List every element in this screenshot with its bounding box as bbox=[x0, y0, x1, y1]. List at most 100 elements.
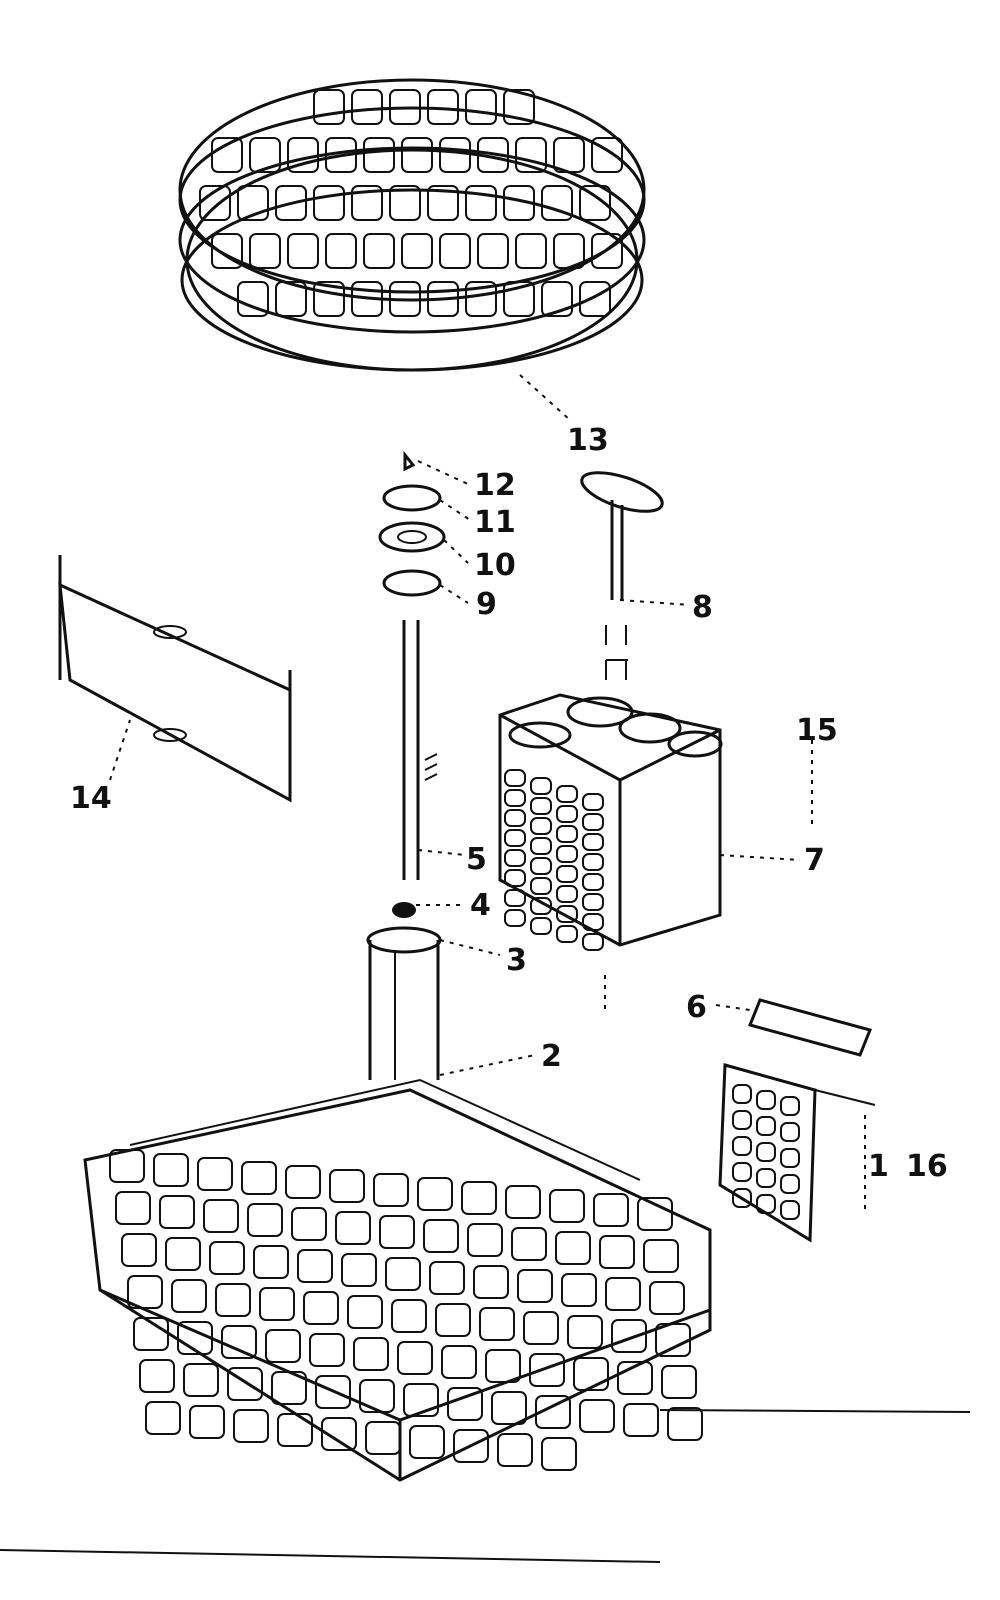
wire-mesh-cell bbox=[732, 1110, 752, 1130]
wire-mesh-cell bbox=[353, 1337, 389, 1371]
wire-mesh-cell bbox=[233, 1409, 269, 1443]
wire-mesh-cell bbox=[541, 281, 573, 317]
wire-mesh-cell bbox=[567, 1315, 603, 1349]
washer-stack bbox=[378, 450, 446, 597]
wire-mesh-cell bbox=[477, 233, 509, 269]
wire-mesh-cell bbox=[511, 1227, 547, 1261]
wire-mesh-cell bbox=[756, 1116, 776, 1136]
wire-mesh-cell bbox=[515, 137, 547, 173]
wire-mesh-cell bbox=[427, 281, 459, 317]
wire-mesh-cell bbox=[209, 1241, 245, 1275]
wire-mesh-cell bbox=[275, 185, 307, 221]
wire-mesh-cell bbox=[241, 1161, 277, 1195]
wire-mesh-cell bbox=[211, 137, 243, 173]
callout-1-label: 1 bbox=[868, 1149, 889, 1184]
wire-mesh-cell bbox=[313, 89, 345, 125]
wire-mesh-cell bbox=[391, 1299, 427, 1333]
wire-mesh-cell bbox=[275, 281, 307, 317]
wire-mesh-cell bbox=[423, 1219, 459, 1253]
wire-mesh-cell bbox=[259, 1287, 295, 1321]
callout-5-label: 5 bbox=[466, 842, 487, 877]
wire-mesh-cell bbox=[517, 1269, 553, 1303]
deflector-plate bbox=[58, 555, 292, 803]
small-basket bbox=[718, 998, 876, 1243]
wire-mesh-cell bbox=[655, 1323, 691, 1357]
wire-mesh-cell bbox=[401, 233, 433, 269]
wire-mesh-cell bbox=[605, 1277, 641, 1311]
wire-mesh-cell bbox=[756, 1168, 776, 1188]
wire-mesh-cell bbox=[351, 281, 383, 317]
wire-mesh-cell bbox=[271, 1371, 307, 1405]
wire-mesh-cell bbox=[429, 1261, 465, 1295]
wire-mesh-cell bbox=[329, 1169, 365, 1203]
wire-mesh-cell bbox=[403, 1383, 439, 1417]
upper-rack bbox=[178, 78, 646, 372]
callout-14-label: 14 bbox=[70, 781, 112, 816]
wire-mesh-cell bbox=[435, 1303, 471, 1337]
wire-mesh-cell bbox=[541, 1437, 577, 1471]
wire-mesh-cell bbox=[285, 1165, 321, 1199]
callout-2-label: 2 bbox=[541, 1039, 562, 1074]
wire-mesh-cell bbox=[465, 281, 497, 317]
rack-clip bbox=[580, 471, 664, 680]
wire-mesh-cell bbox=[732, 1136, 752, 1156]
wire-mesh-cell bbox=[237, 281, 269, 317]
wire-mesh-cell bbox=[582, 813, 604, 831]
wire-mesh-cell bbox=[133, 1317, 169, 1351]
callouts: 1 2 3 4 5 6 7 8 9 10 11 12 13 14 15 16 bbox=[70, 423, 948, 1184]
callout-7-label: 7 bbox=[804, 843, 825, 878]
wire-mesh-cell bbox=[556, 805, 578, 823]
wire-mesh-cell bbox=[530, 857, 552, 875]
wire-mesh-cell bbox=[556, 925, 578, 943]
wire-mesh-cell bbox=[505, 1185, 541, 1219]
wire-mesh-cell bbox=[637, 1197, 673, 1231]
callout-16-label: 16 bbox=[906, 1149, 948, 1184]
callout-6-label: 6 bbox=[686, 990, 707, 1025]
spray-tube bbox=[366, 902, 442, 1080]
wire-mesh-cell bbox=[556, 865, 578, 883]
wire-mesh-cell bbox=[556, 905, 578, 923]
wire-mesh-cell bbox=[303, 1291, 339, 1325]
wire-mesh-cell bbox=[579, 1399, 615, 1433]
wire-mesh-cell bbox=[599, 1235, 635, 1269]
wire-mesh-cell bbox=[756, 1194, 776, 1214]
center-shaft bbox=[402, 620, 438, 880]
wire-mesh-cell bbox=[211, 233, 243, 269]
wire-mesh-cell bbox=[401, 137, 433, 173]
wire-mesh-cell bbox=[582, 793, 604, 811]
wire-mesh-cell bbox=[153, 1153, 189, 1187]
wire-mesh-cell bbox=[780, 1096, 800, 1116]
callout-10-label: 10 bbox=[474, 548, 516, 583]
wire-mesh-cell bbox=[479, 1307, 515, 1341]
wire-mesh-cell bbox=[591, 233, 623, 269]
wire-mesh-cell bbox=[351, 185, 383, 221]
wire-mesh-cell bbox=[504, 869, 526, 887]
wire-mesh-cell bbox=[515, 233, 547, 269]
wire-mesh-cell bbox=[503, 185, 535, 221]
wire-mesh-cell bbox=[582, 933, 604, 951]
wire-mesh-cell bbox=[109, 1149, 145, 1183]
wire-mesh-cell bbox=[249, 233, 281, 269]
wire-mesh-cell bbox=[465, 89, 497, 125]
wire-mesh-cell bbox=[535, 1395, 571, 1429]
wire-mesh-cell bbox=[497, 1433, 533, 1467]
wire-mesh-cell bbox=[530, 897, 552, 915]
wire-mesh-cell bbox=[667, 1407, 703, 1441]
wire-mesh-cell bbox=[582, 873, 604, 891]
wire-mesh-cell bbox=[561, 1273, 597, 1307]
wire-mesh-cell bbox=[623, 1403, 659, 1437]
wire-mesh-cell bbox=[756, 1090, 776, 1110]
wire-mesh-cell bbox=[453, 1429, 489, 1463]
wire-mesh-cell bbox=[504, 849, 526, 867]
wire-mesh-cell bbox=[247, 1203, 283, 1237]
wire-mesh-cell bbox=[427, 89, 459, 125]
wire-mesh-cell bbox=[389, 281, 421, 317]
wire-mesh-cell bbox=[171, 1279, 207, 1313]
wire-mesh-cell bbox=[503, 89, 535, 125]
wire-mesh-cell bbox=[325, 137, 357, 173]
wire-mesh-cell bbox=[582, 853, 604, 871]
wire-mesh-cell bbox=[485, 1349, 521, 1383]
wire-mesh-cell bbox=[409, 1425, 445, 1459]
wire-mesh-cell bbox=[780, 1200, 800, 1220]
wire-mesh-cell bbox=[145, 1401, 181, 1435]
